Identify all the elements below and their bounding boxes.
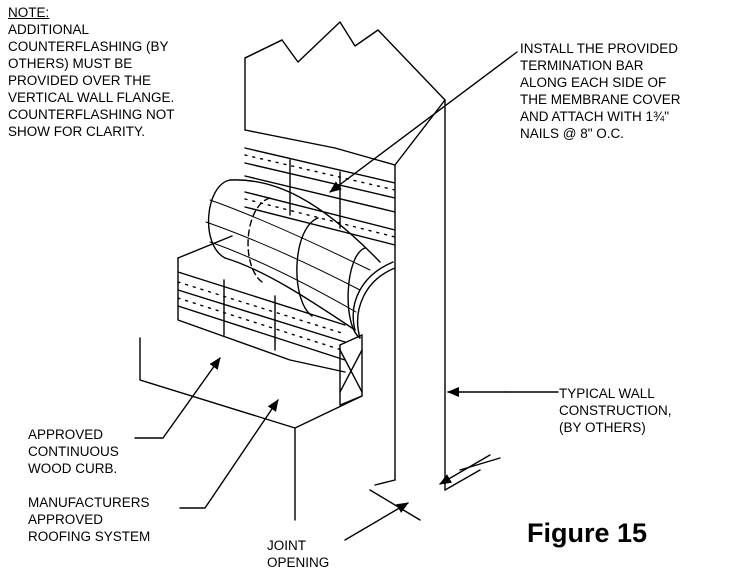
callout-line: APPROVED (28, 512, 104, 527)
roofing-system-callout: MANUFACTURERS APPROVED ROOFING SYSTEM (28, 494, 150, 545)
callout-line: THE MEMBRANE COVER (520, 92, 681, 107)
note-line: ADDITIONAL (8, 22, 90, 37)
upper-membrane-band (244, 147, 396, 246)
callout-line: TERMINATION BAR (520, 58, 644, 73)
note-heading: NOTE: (8, 5, 50, 20)
note-line: VERTICAL WALL FLANGE. (8, 90, 175, 105)
callout-line: WOOD CURB. (28, 461, 118, 476)
leader-lines (134, 51, 559, 509)
callout-line: ROOFING SYSTEM (28, 529, 151, 544)
membrane-cover (205, 179, 396, 339)
note-line: SHOW FOR CLARITY. (8, 124, 146, 139)
callout-line: APPROVED (28, 427, 104, 442)
note-line: PROVIDED OVER THE (8, 73, 152, 88)
callout-line: ALONG EACH SIDE OF (520, 75, 667, 90)
callout-line: JOINT (267, 538, 306, 553)
note-line: COUNTERFLASHING NOT (8, 107, 175, 122)
lower-curb-blocks (177, 235, 363, 406)
callout-line: NAILS @ 8" O.C. (520, 126, 625, 141)
figure-label: Figure 15 (527, 518, 648, 548)
roof-deck (139, 337, 396, 521)
termination-bar-callout: INSTALL THE PROVIDED TERMINATION BAR ALO… (520, 40, 681, 142)
note-block: NOTE: ADDITIONAL COUNTERFLASHING (BY OTH… (8, 4, 175, 140)
joint-opening-callout: JOINT OPENING (267, 537, 329, 571)
joint-opening-dimension (344, 454, 501, 541)
callout-line: CONSTRUCTION, (559, 403, 672, 418)
callout-line: TYPICAL WALL (559, 386, 655, 401)
note-line: COUNTERFLASHING (BY (8, 39, 169, 54)
wall-construction-callout: TYPICAL WALL CONSTRUCTION, (BY OTHERS) (559, 385, 672, 436)
callout-line: MANUFACTURERS (28, 495, 150, 510)
callout-line: AND ATTACH WITH 1¾" (520, 109, 670, 124)
wood-curb-callout: APPROVED CONTINUOUS WOOD CURB. (28, 426, 119, 477)
callout-line: OPENING (267, 555, 330, 570)
callout-line: (BY OTHERS) (559, 420, 646, 435)
note-line: OTHERS) MUST BE (8, 56, 133, 71)
callout-line: INSTALL THE PROVIDED (520, 41, 679, 56)
wall-block (244, 21, 446, 491)
callout-line: CONTINUOUS (28, 444, 119, 459)
